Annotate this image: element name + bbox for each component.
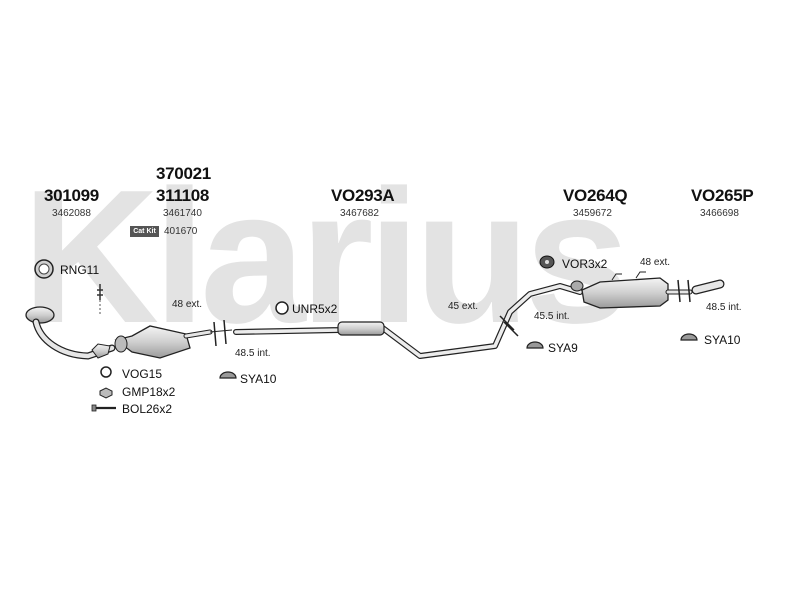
rear-silencer-part bbox=[570, 271, 693, 309]
group-subcode: 3461740 bbox=[163, 208, 202, 219]
group-code: 370021 bbox=[156, 164, 211, 183]
nut-gmp-icon bbox=[99, 387, 113, 399]
joint-clamp-icon bbox=[209, 319, 233, 347]
dimension-label: 48.5 int. bbox=[235, 348, 271, 359]
part-label-vor: VOR3x2 bbox=[562, 257, 608, 271]
dimension-label: 48 ext. bbox=[172, 299, 203, 310]
clamp-sya-icon bbox=[526, 341, 544, 349]
dimension-label: 48.5 int. bbox=[706, 302, 742, 313]
group-code: VO265P bbox=[691, 186, 754, 205]
group-code: 301099 bbox=[44, 186, 99, 205]
group-subcode: 3466698 bbox=[700, 208, 739, 219]
joint-clamp-icon bbox=[499, 315, 519, 337]
dimension-label: 45 ext. bbox=[448, 301, 479, 312]
rubber-mount-icon bbox=[539, 255, 555, 269]
part-label-sya-c: SYA10 bbox=[704, 333, 741, 347]
dimension-label: 45.5 int. bbox=[534, 311, 570, 322]
watermark: Klarius bbox=[22, 162, 782, 362]
group-subcode: 3462088 bbox=[52, 208, 91, 219]
part-label-vog: VOG15 bbox=[122, 367, 163, 381]
group-subcode: 3467682 bbox=[340, 208, 379, 219]
part-label-rng: RNG11 bbox=[60, 263, 100, 277]
group-code: VO264Q bbox=[563, 186, 628, 205]
group-code: 311108 bbox=[156, 186, 210, 205]
watermark-text: Klarius bbox=[22, 151, 630, 363]
gasket-ring-icon bbox=[34, 259, 54, 279]
front-pipe-part bbox=[25, 306, 116, 360]
bolt-bol-icon bbox=[91, 404, 116, 412]
part-label-sya-a: SYA10 bbox=[240, 372, 277, 386]
group-subcode: 3459672 bbox=[573, 208, 612, 219]
part-label-sya-b: SYA9 bbox=[548, 341, 578, 355]
sensor-part bbox=[97, 284, 103, 316]
catkit-number: 401670 bbox=[164, 226, 198, 237]
clamp-sya-icon bbox=[219, 371, 237, 379]
part-label-unr: UNR5x2 bbox=[292, 302, 338, 316]
gasket-vog-icon bbox=[100, 366, 112, 378]
group-code: VO293A bbox=[331, 186, 395, 205]
part-label-gmp: GMP18x2 bbox=[122, 385, 176, 399]
tail-pipe-part bbox=[691, 279, 725, 295]
rubber-ring-icon bbox=[275, 301, 289, 315]
clamp-sya-icon bbox=[680, 333, 698, 341]
middle-pipe-part bbox=[233, 283, 583, 359]
part-label-bol: BOL26x2 bbox=[122, 402, 173, 416]
dimension-label: 48 ext. bbox=[640, 257, 671, 268]
catalytic-converter-part bbox=[114, 325, 213, 359]
cat-kit-badge: Cat Kit bbox=[130, 226, 159, 237]
joint-clamp-icon bbox=[677, 279, 691, 303]
